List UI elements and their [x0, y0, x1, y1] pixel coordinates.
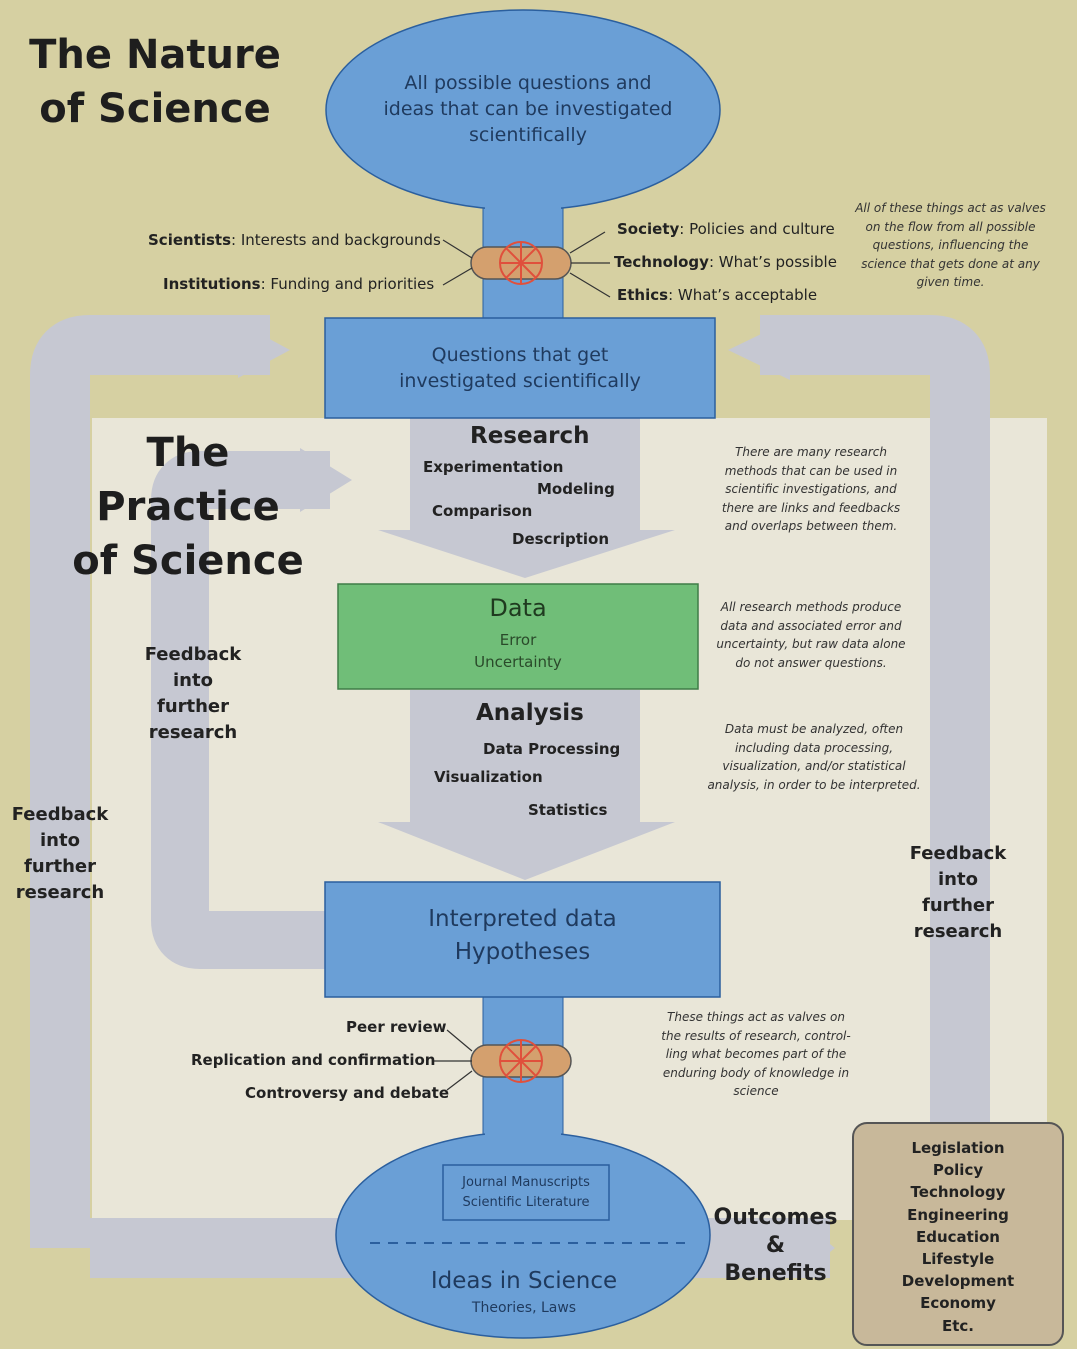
data-note: All research methods produce data and as… [716, 600, 906, 670]
research-item-description: Description [512, 530, 610, 548]
outcomes-label: Outcomes & Benefits [713, 1205, 838, 1286]
feedback-label-right: Feedback into further research [909, 843, 1007, 942]
analysis-item-statistics: Statistics [528, 801, 608, 819]
top-neck-join [485, 185, 561, 215]
journal-box [442, 1164, 610, 1221]
outer-left-feedback-arrow [30, 315, 270, 1248]
right-feedback-arrow [760, 315, 990, 1125]
outcomes-list: Legislation Policy Technology Engineerin… [853, 1137, 1063, 1337]
top-ellipse-text: All possible questions and ideas that ca… [383, 72, 673, 146]
valve-label-institutions: Institutions: Funding and priorities [163, 275, 435, 293]
valve-label-society: Society: Policies and culture [617, 220, 835, 238]
valve-label-ethics: Ethics: What’s acceptable [617, 286, 818, 304]
feedback-label-outer-left: Feedback into further research [11, 804, 109, 903]
valve-label-technology: Technology: What’s possible [614, 253, 837, 271]
ideas-in-science-title: Ideas in Science [430, 1268, 618, 1294]
outer-left-feedback-head [238, 322, 290, 378]
bottom-neck-join [485, 1120, 561, 1150]
interpreted-box [324, 881, 721, 998]
research-arrow [378, 418, 675, 578]
data-box [337, 583, 699, 690]
outcome-item: Technology [910, 1183, 1006, 1202]
practice-title: The Practice of Science [72, 430, 304, 584]
analysis-heading: Analysis [476, 700, 584, 726]
bottom-valve [470, 1039, 572, 1083]
analysis-item-visualization: Visualization [434, 768, 543, 786]
questions-box-text: Questions that get investigated scientif… [399, 344, 641, 392]
outcome-item: Legislation [911, 1139, 1005, 1157]
bottom-valve-leaders [432, 1029, 473, 1091]
research-heading: Research [470, 423, 590, 449]
inner-left-feedback-arrow [151, 451, 330, 969]
outcome-item: Engineering [907, 1205, 1009, 1224]
valve-label-replication: Replication and confirmation [191, 1051, 436, 1069]
feedback-label-inner-left: Feedback into further research [144, 644, 242, 743]
questions-box [324, 317, 716, 419]
research-item-modeling: Modeling [537, 480, 615, 498]
journal-text: Journal Manuscripts Scientific Literatur… [462, 1175, 590, 1210]
outcomes-box [852, 1122, 1064, 1346]
research-item-comparison: Comparison [432, 502, 533, 520]
analysis-note: Data must be analyzed, often including d… [707, 722, 921, 792]
outcome-item: Development [901, 1272, 1015, 1291]
valve-label-controversy: Controversy and debate [245, 1084, 450, 1102]
research-item-experimentation: Experimentation [423, 458, 564, 476]
analysis-arrow [378, 690, 675, 880]
outcome-item: Education [916, 1227, 1000, 1246]
outcome-item: Etc. [941, 1316, 974, 1335]
research-note: There are many research methods that can… [721, 445, 901, 533]
data-title: Data [489, 594, 547, 622]
top-valve [470, 241, 572, 285]
top-valve-leaders [442, 231, 611, 298]
right-feedback-head [728, 320, 790, 380]
outcomes-arrow-head [800, 1220, 835, 1276]
outcome-item: Economy [920, 1294, 996, 1313]
ideas-in-science-sub: Theories, Laws [471, 1300, 577, 1316]
top-valve-note: All of these things act as valves on the… [855, 201, 1046, 289]
outcome-item: Lifestyle [921, 1250, 995, 1269]
valve-label-scientists: Scientists: Interests and backgrounds [148, 231, 441, 249]
inner-left-feedback-head [300, 448, 352, 512]
interpreted-box-text: Interpreted data Hypotheses [428, 906, 617, 965]
analysis-item-data-processing: Data Processing [483, 740, 621, 758]
data-subtitle: Error Uncertainty [474, 631, 562, 671]
nature-title: The Nature of Science [29, 32, 281, 132]
outcome-item: Policy [932, 1161, 984, 1180]
bottom-valve-note: These things act as valves on the result… [661, 1010, 851, 1098]
valve-label-peer-review: Peer review [346, 1018, 447, 1036]
